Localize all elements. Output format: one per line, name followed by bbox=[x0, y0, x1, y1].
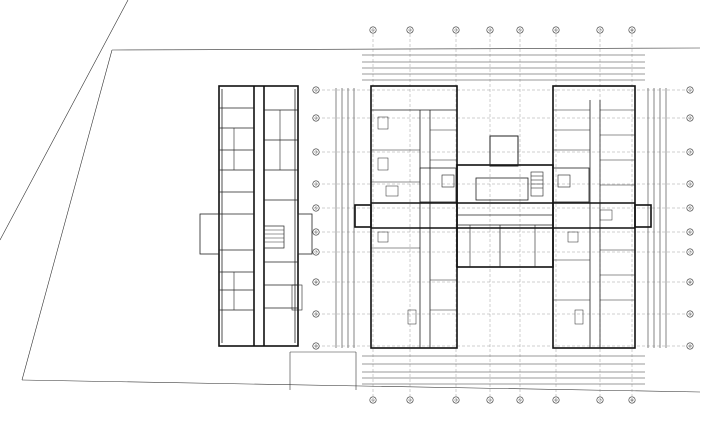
top-dimension-lines bbox=[362, 54, 645, 81]
svg-text:⑤: ⑤ bbox=[314, 205, 318, 210]
side-dimension-lines bbox=[335, 88, 667, 348]
top-axis-bubble: ⑧ bbox=[628, 26, 636, 34]
top-axis-bubble: ② bbox=[406, 26, 414, 34]
right-axis-bubble: ⑩ bbox=[686, 342, 694, 350]
svg-text:⑧: ⑧ bbox=[314, 279, 318, 284]
horizontal-grid-lines bbox=[312, 89, 690, 347]
right-axis-bubble: ② bbox=[686, 114, 694, 122]
right-axis-bubble: ⑧ bbox=[686, 278, 694, 286]
top-axis-bubble: ⑤ bbox=[516, 26, 524, 34]
right-axis-bubble: ③ bbox=[686, 148, 694, 156]
bottom-axis-bubble: ⑧ bbox=[628, 396, 636, 404]
svg-text:③: ③ bbox=[688, 149, 692, 154]
svg-text:③: ③ bbox=[454, 27, 458, 32]
right-axis-bubble: ⑦ bbox=[686, 248, 694, 256]
top-axis-bubble: ① bbox=[369, 26, 377, 34]
bottom-axis-bubble: ⑥ bbox=[552, 396, 560, 404]
svg-text:⑦: ⑦ bbox=[598, 27, 602, 32]
svg-text:⑤: ⑤ bbox=[518, 397, 522, 402]
svg-text:⑥: ⑥ bbox=[554, 27, 558, 32]
svg-text:④: ④ bbox=[688, 181, 692, 186]
svg-text:①: ① bbox=[371, 397, 375, 402]
svg-text:①: ① bbox=[688, 87, 692, 92]
left-axis-bubble: ③ bbox=[312, 148, 320, 156]
right-axis-bubble: ④ bbox=[686, 180, 694, 188]
left-axis-bubble: ② bbox=[312, 114, 320, 122]
svg-text:⑩: ⑩ bbox=[314, 343, 318, 348]
svg-text:⑨: ⑨ bbox=[314, 311, 318, 316]
left-axis-bubble: ④ bbox=[312, 180, 320, 188]
bottom-axis-bubble: ② bbox=[406, 396, 414, 404]
main-building bbox=[354, 85, 652, 349]
svg-text:⑧: ⑧ bbox=[688, 279, 692, 284]
svg-text:⑥: ⑥ bbox=[314, 229, 318, 234]
bottom-axis-bubble: ④ bbox=[486, 396, 494, 404]
svg-text:⑧: ⑧ bbox=[630, 27, 634, 32]
top-axis-bubbles: ① ② ③ ④ ⑤ ⑥ ⑦ ⑧ bbox=[369, 26, 636, 34]
bottom-axis-bubble: ① bbox=[369, 396, 377, 404]
svg-text:②: ② bbox=[688, 115, 692, 120]
left-axis-bubble: ⑩ bbox=[312, 342, 320, 350]
svg-text:⑥: ⑥ bbox=[554, 397, 558, 402]
right-axis-bubble: ⑨ bbox=[686, 310, 694, 318]
bottom-axis-bubble: ⑤ bbox=[516, 396, 524, 404]
svg-text:⑦: ⑦ bbox=[688, 249, 692, 254]
left-axis-bubble: ⑦ bbox=[312, 248, 320, 256]
bottom-axis-bubble: ⑦ bbox=[596, 396, 604, 404]
svg-text:⑦: ⑦ bbox=[314, 249, 318, 254]
svg-text:①: ① bbox=[371, 27, 375, 32]
svg-text:④: ④ bbox=[488, 27, 492, 32]
svg-text:⑥: ⑥ bbox=[688, 229, 692, 234]
left-axis-bubble: ① bbox=[312, 86, 320, 94]
svg-text:④: ④ bbox=[488, 397, 492, 402]
svg-text:②: ② bbox=[408, 27, 412, 32]
left-axis-bubble: ⑥ bbox=[312, 228, 320, 236]
right-axis-bubble: ⑥ bbox=[686, 228, 694, 236]
right-axis-bubbles: ① ② ③ ④ ⑤ ⑥ ⑦ ⑧ ⑨ ⑩ bbox=[686, 86, 694, 350]
bottom-axis-bubbles: ① ② ③ ④ ⑤ ⑥ ⑦ ⑧ bbox=[369, 396, 636, 404]
left-axis-bubble: ⑤ bbox=[312, 204, 320, 212]
right-axis-bubble: ⑤ bbox=[686, 204, 694, 212]
bottom-axis-bubble: ③ bbox=[452, 396, 460, 404]
svg-text:②: ② bbox=[408, 397, 412, 402]
svg-text:⑦: ⑦ bbox=[598, 397, 602, 402]
bottom-dimension-lines bbox=[362, 355, 645, 385]
left-axis-bubble: ⑧ bbox=[312, 278, 320, 286]
svg-text:⑤: ⑤ bbox=[688, 205, 692, 210]
svg-text:⑨: ⑨ bbox=[688, 311, 692, 316]
svg-text:⑩: ⑩ bbox=[688, 343, 692, 348]
svg-text:⑧: ⑧ bbox=[630, 397, 634, 402]
svg-text:③: ③ bbox=[314, 149, 318, 154]
site-boundary bbox=[0, 0, 701, 393]
svg-text:⑤: ⑤ bbox=[518, 27, 522, 32]
left-axis-bubble: ⑨ bbox=[312, 310, 320, 318]
right-axis-bubble: ① bbox=[686, 86, 694, 94]
top-axis-bubble: ⑦ bbox=[596, 26, 604, 34]
svg-text:①: ① bbox=[314, 87, 318, 92]
top-axis-bubble: ④ bbox=[486, 26, 494, 34]
left-building bbox=[199, 85, 313, 347]
top-axis-bubble: ⑥ bbox=[552, 26, 560, 34]
top-axis-bubble: ③ bbox=[452, 26, 460, 34]
svg-text:②: ② bbox=[314, 115, 318, 120]
svg-text:④: ④ bbox=[314, 181, 318, 186]
svg-text:③: ③ bbox=[454, 397, 458, 402]
left-axis-bubbles: ① ② ③ ④ ⑤ ⑥ ⑦ ⑧ ⑨ ⑩ bbox=[312, 86, 320, 350]
